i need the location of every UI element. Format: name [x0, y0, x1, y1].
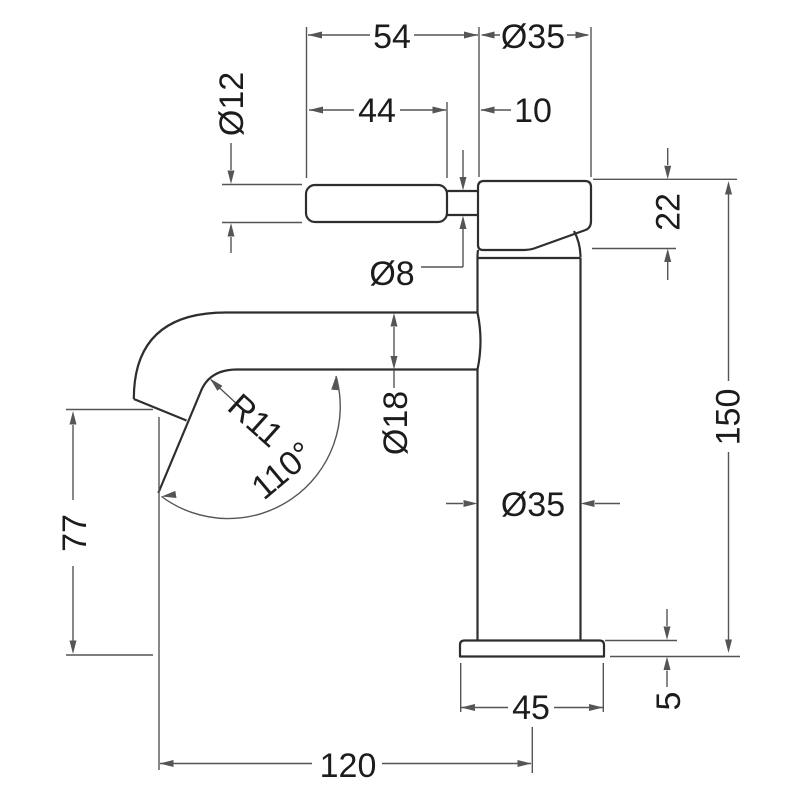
arrow-5-bottom: [663, 656, 671, 670]
dim-label-overall-height: 150: [710, 389, 748, 446]
faucet-outline: [132, 179, 606, 658]
arrow-120-right: [517, 760, 532, 767]
dim-label-spout-bend-radius: R11: [220, 387, 290, 455]
arrow-22-bottom: [664, 248, 672, 262]
cartridge-head: [476, 179, 593, 252]
dim-label-head-diameter: Ø35: [501, 18, 565, 56]
dim-label-handle-diameter: Ø12: [213, 72, 251, 136]
arrow-5-top: [663, 626, 671, 640]
arrow-77-bottom: [69, 640, 77, 654]
dim-label-spout-outlet-height: 77: [56, 514, 94, 552]
arrow-22-top: [664, 165, 672, 180]
arrow-150-top: [725, 181, 732, 195]
arrow-44-right: [432, 106, 447, 114]
arrow-77-top: [69, 411, 77, 425]
arrow-arc-end: [331, 376, 339, 391]
arrow-arc-start: [161, 490, 177, 498]
dim-arc-110deg: [161, 375, 341, 520]
arrow-150-bottom: [725, 639, 732, 653]
arrow-o18-top: [390, 313, 398, 327]
dim-label-spout-diameter: Ø18: [377, 391, 415, 455]
dimension-arrows: [69, 31, 732, 767]
arrow-o12-bottom: [227, 223, 235, 237]
arrow-o18-bottom: [390, 356, 398, 370]
dim-label-base-width: 45: [512, 689, 550, 727]
dim-label-handle-offset: 10: [514, 92, 552, 130]
dimension-labels: 54 Ø35 44 10 Ø12 Ø8 22 150 Ø18 R11 110° …: [56, 18, 748, 785]
arrow-45-left: [461, 704, 475, 711]
dimension-lines: [72, 34, 730, 765]
arrow-120-left: [159, 760, 174, 767]
dim-label-handle-length: 44: [358, 92, 396, 130]
dim-label-head-height: 22: [650, 193, 688, 231]
spout-outer-edge: [132, 311, 478, 400]
arrow-o8-top: [459, 177, 467, 191]
dim-label-neck-diameter: Ø8: [369, 255, 414, 293]
arrow-body-dia-right: [580, 500, 595, 507]
arrow-54-right: [464, 31, 478, 39]
arrow-44-left: [309, 106, 323, 114]
arrow-head-dia-right: [575, 31, 590, 39]
arrow-r11: [210, 378, 223, 391]
extension-lines: [66, 27, 740, 773]
arrow-54-left: [308, 31, 322, 39]
collar-curve-right: [573, 230, 582, 258]
dim-label-body-diameter: Ø35: [501, 486, 565, 524]
arrow-head-dia-left: [480, 31, 495, 39]
arrow-body-dia-left: [463, 500, 478, 507]
arrow-o8-bottom: [459, 215, 467, 229]
base-flange: [458, 639, 606, 658]
handle-lever: [304, 183, 449, 224]
spout-junction-curve: [476, 312, 482, 370]
dim-label-base-height: 5: [650, 692, 688, 711]
spout-outlet-face: [133, 397, 187, 422]
arrow-45-right: [589, 704, 603, 711]
collar-curve-left: [476, 249, 480, 259]
arrow-10-left: [480, 106, 495, 114]
spout-inner-edge: [157, 368, 478, 494]
arrow-o12-top: [227, 170, 235, 184]
dim-label-top-span: 54: [373, 18, 411, 56]
dim-label-spout-reach: 120: [320, 747, 377, 785]
